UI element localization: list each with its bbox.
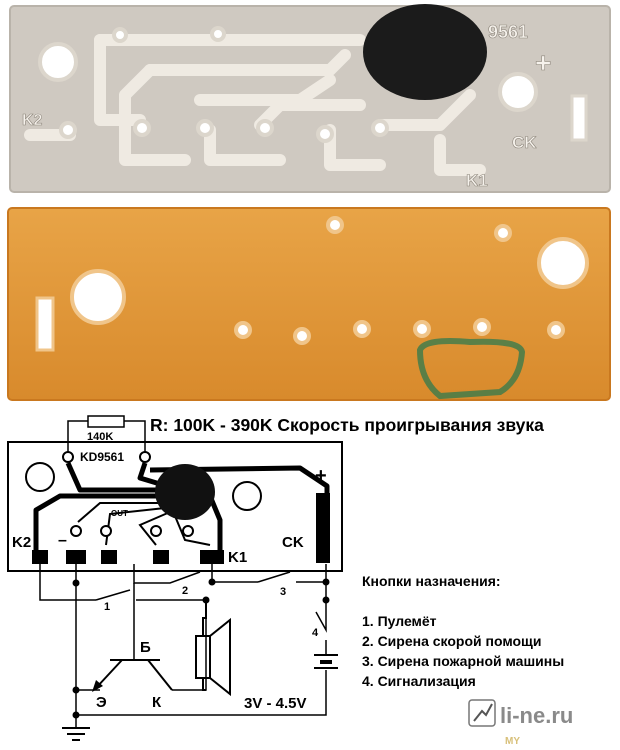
pcb-bottom-slot: [35, 296, 55, 352]
pcb-top-photo: 9561 + K2 CK K1: [9, 4, 611, 193]
transistor-collector-label: К: [152, 694, 162, 711]
speed-resistor-note: R: 100K - 390K Скорость проигрывания зву…: [150, 415, 544, 435]
pcb-top-ck-label: CK: [512, 133, 537, 152]
transistor-emitter-label: Э: [96, 694, 107, 711]
watermark-sub: MY: [505, 736, 520, 747]
module-terminals: [32, 493, 330, 564]
schematic: R: 100K - 390K Скорость проигрывания зву…: [7, 415, 573, 747]
ground-icon: [62, 727, 90, 741]
out-label: OUT: [111, 509, 128, 518]
pcb-top-holes: [38, 26, 538, 143]
pcb-top-plus-label: +: [535, 47, 551, 78]
pcb-bottom-photo: [7, 207, 611, 401]
transistor-base-label: Б: [140, 639, 151, 656]
watermark-text: li-ne.ru: [500, 703, 573, 728]
schematic-chip: [155, 464, 215, 520]
legend-title: Кнопки назначения:: [362, 573, 501, 589]
module-ck-label: CK: [282, 534, 304, 551]
pad-r-right: [139, 451, 151, 463]
pcb-bottom-green-mark: [416, 338, 526, 400]
pcb-bottom-board: [7, 207, 611, 401]
module-minus-label: –: [58, 532, 67, 549]
module-k2-label: K2: [12, 534, 31, 551]
switch-4-label: 4: [312, 627, 319, 639]
watermark-logo-icon: [468, 699, 496, 727]
speaker-icon: [195, 600, 231, 697]
legend-item: 2. Сирена скорой помощи: [362, 633, 541, 649]
pcb-top-k2-label: K2: [22, 112, 43, 129]
chip-name-label: KD9561: [80, 450, 124, 464]
transistor: [95, 659, 173, 691]
module-plus-label: +: [315, 465, 327, 487]
switch-2-label: 2: [182, 585, 188, 597]
pad-out: [100, 525, 112, 537]
battery-icon: [314, 654, 338, 669]
chip-blob: [363, 4, 487, 100]
pad-minus: [70, 525, 82, 537]
mount-hole-left: [25, 462, 55, 492]
switch-3-label: 3: [280, 586, 286, 598]
pad-k1: [182, 525, 194, 537]
mount-hole-right: [232, 481, 262, 511]
module-k1-label: K1: [228, 549, 247, 566]
transistor-emitter-arrow: [92, 680, 103, 692]
resistor-value-label: 140K: [87, 431, 113, 443]
junction-dots: [72, 578, 330, 719]
pcb-top-slot: [570, 94, 588, 142]
pad-chip: [150, 525, 162, 537]
pcb-top-k1-label: K1: [466, 171, 488, 190]
legend-item: 4. Сигнализация: [362, 673, 476, 689]
pcb-bottom-holes: [70, 216, 589, 345]
switch-1-label: 1: [104, 601, 110, 613]
legend-item: 3. Сирена пожарной машины: [362, 653, 564, 669]
voltage-label: 3V - 4.5V: [244, 695, 307, 712]
pcb-top-chip-marking: 9561: [488, 22, 528, 42]
legend-item: 1. Пулемёт: [362, 613, 437, 629]
resistor-140k: [67, 415, 146, 455]
pad-r-left: [62, 451, 74, 463]
